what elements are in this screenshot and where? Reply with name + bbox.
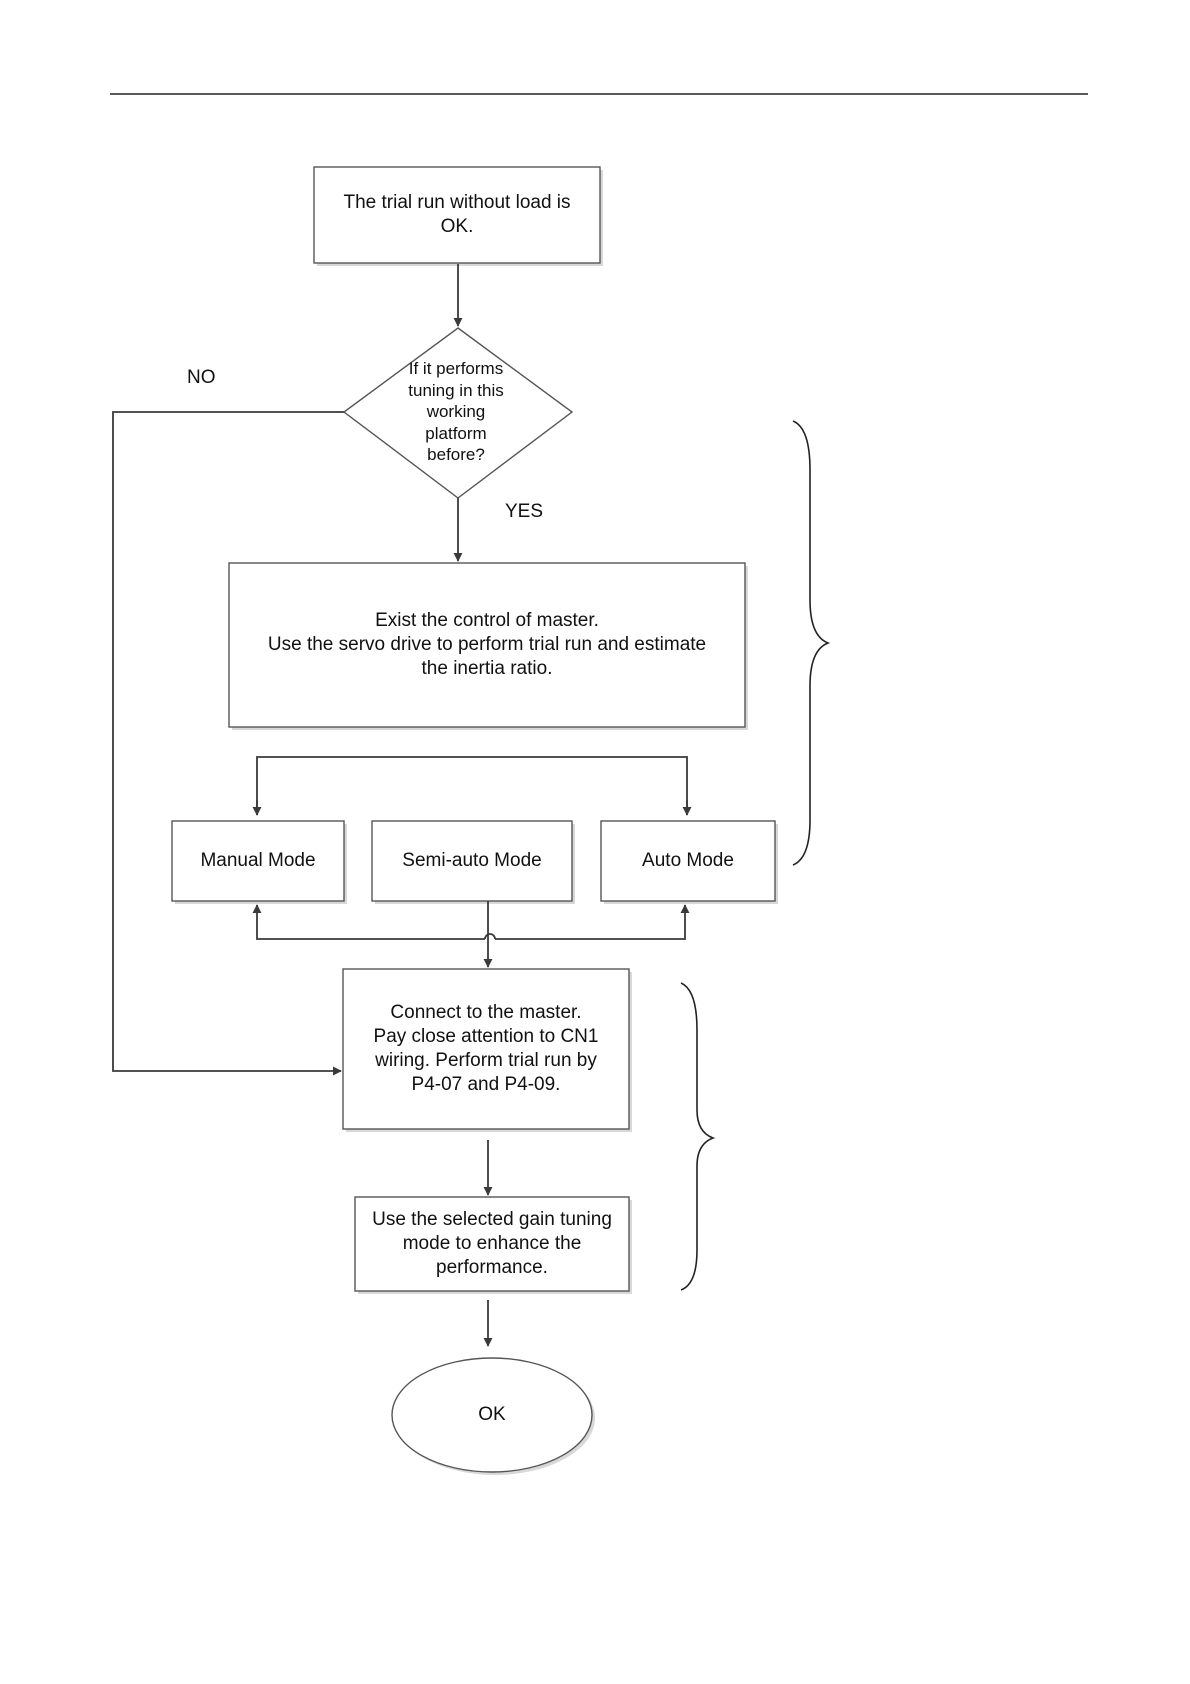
decision-label: If it performs tuning in this working pl… [408, 359, 504, 465]
split-line [256, 756, 688, 815]
connect-box-label: Connect to the master. Pay close attenti… [373, 1002, 599, 1095]
auto-mode-label: Auto Mode [642, 850, 734, 871]
merge-line-manual [252, 904, 485, 940]
gain-box-label: Use the selected gain tuning mode to enh… [372, 1209, 612, 1278]
brace-lower [680, 982, 716, 1291]
merge-line-auto [495, 904, 690, 940]
start-box-label: The trial run without load is OK. [343, 192, 571, 237]
manual-mode-label: Manual Mode [200, 850, 316, 871]
no-label: NO [187, 367, 216, 388]
auto-mode-box [600, 820, 776, 902]
arrow-no-to-connect [112, 411, 344, 1076]
semi-auto-mode-box [371, 820, 573, 902]
line-hop [484, 933, 496, 940]
start-box [313, 166, 601, 264]
semi-auto-mode-label: Semi-auto Mode [402, 850, 542, 871]
end-label: OK [478, 1404, 506, 1425]
gain-box [354, 1196, 630, 1292]
brace-upper [792, 420, 831, 866]
yes-label: YES [505, 501, 544, 522]
end-ellipse [391, 1357, 593, 1473]
connect-box [342, 968, 630, 1130]
manual-mode-box [171, 820, 345, 902]
master-box [228, 562, 746, 728]
master-box-label: Exist the control of master. Use the ser… [267, 610, 707, 679]
